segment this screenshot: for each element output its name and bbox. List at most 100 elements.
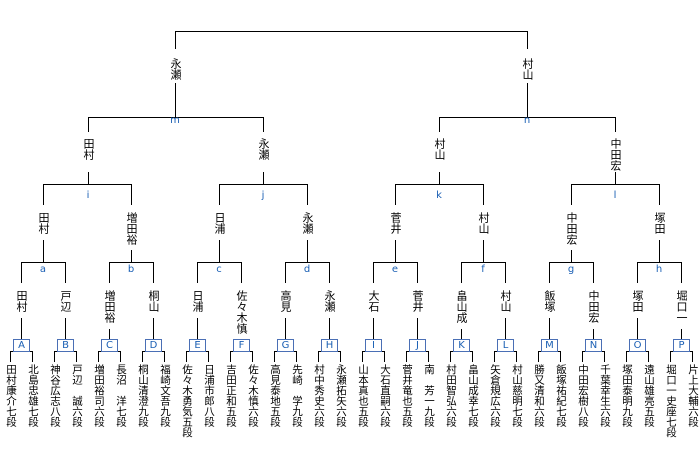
r1-player: 畠山成幸七段 — [467, 364, 479, 427]
bracket-line-M — [538, 351, 561, 362]
match-label-c: c — [216, 264, 222, 275]
r1-player: 村中秀史六段 — [313, 364, 325, 427]
match-box-F: F — [233, 339, 250, 352]
r1-player: 増田裕司六段 — [93, 364, 105, 427]
r1-player: 長沼 洋七段 — [115, 364, 127, 427]
bracket-line-L — [494, 351, 517, 362]
r2-c-left-name: 日浦 — [191, 290, 204, 312]
r2-e-left-name: 大石 — [367, 290, 380, 312]
match-box-G: G — [277, 339, 294, 352]
match-box-K: K — [453, 339, 470, 352]
r1-player: 中田宏樹八段 — [577, 364, 589, 427]
match-label-k: k — [436, 190, 442, 201]
r1-player: 遠山雄亮五段 — [643, 364, 655, 427]
bracket-line-P — [670, 351, 693, 362]
match-box-E: E — [189, 339, 206, 352]
match-box-N: N — [585, 339, 602, 352]
semi-m-right-name: 永瀬 — [257, 138, 270, 160]
final-right-name: 村山 — [521, 58, 534, 80]
r1-player: 堀口一史座七段 — [665, 364, 677, 438]
r1-player: 北島忠雄七段 — [27, 364, 39, 427]
r2-a-right-name: 戸辺 — [59, 290, 72, 312]
final-left-name: 永瀬 — [169, 58, 182, 80]
r2-b-right-name: 桐山 — [147, 290, 160, 312]
r1-player: 神谷広志八段 — [49, 364, 61, 427]
quarter-l-left-name: 中田宏 — [565, 212, 578, 245]
bracket-line-A — [10, 351, 33, 362]
r1-player: 高見泰地五段 — [269, 364, 281, 427]
r1-player: 塚田泰明九段 — [621, 364, 633, 427]
r2-d-left-name: 高見 — [279, 290, 292, 312]
match-box-H: H — [321, 339, 338, 352]
r1-player: 先崎 学九段 — [291, 364, 303, 427]
match-box-I: I — [365, 339, 382, 352]
r1-player: 日浦市郎八段 — [203, 364, 215, 427]
match-label-e: e — [391, 264, 399, 275]
match-label-d: d — [303, 264, 311, 275]
match-label-b: b — [127, 264, 135, 275]
match-label-j: j — [261, 190, 265, 201]
quarter-i-right-name: 増田裕 — [125, 212, 138, 245]
bracket-line-D — [142, 351, 165, 362]
bracket-line-F — [230, 351, 253, 362]
match-box-M: M — [541, 339, 558, 352]
r1-player: 村山慈明七段 — [511, 364, 523, 427]
match-box-J: J — [409, 339, 426, 352]
r2-f-right-name: 村山 — [499, 290, 512, 312]
r1-player: 戸辺 誠六段 — [71, 364, 83, 427]
match-box-O: O — [629, 339, 646, 352]
quarter-k-left-name: 菅井 — [389, 212, 402, 234]
r1-player: 矢倉規広六段 — [489, 364, 501, 427]
r1-player: 村田智弘六段 — [445, 364, 457, 427]
r2-g-left-name: 飯塚 — [543, 290, 556, 312]
bracket-line-G — [274, 351, 297, 362]
r2-d-right-name: 永瀬 — [323, 290, 336, 312]
match-label-n: n — [523, 115, 531, 126]
r1-player: 菅井竜也五段 — [401, 364, 413, 427]
match-label-i: i — [86, 190, 90, 201]
bracket-line-H — [318, 351, 341, 362]
bracket-line-N — [582, 351, 605, 362]
r2-b-left-name: 増田裕 — [103, 290, 116, 323]
bracket-line-K — [450, 351, 473, 362]
match-label-l: l — [613, 190, 617, 201]
r1-player: 勝又清和六段 — [533, 364, 545, 427]
bracket-line-B — [54, 351, 77, 362]
r2-c-right-name: 佐々木慎 — [235, 290, 248, 334]
match-box-D: D — [145, 339, 162, 352]
match-label-m: m — [170, 115, 180, 126]
r1-player: 飯塚祐紀七段 — [555, 364, 567, 427]
match-box-B: B — [57, 339, 74, 352]
r1-player: 福崎文吾九段 — [159, 364, 171, 427]
r2-a-left-name: 田村 — [15, 290, 28, 312]
quarter-k-right-name: 村山 — [477, 212, 490, 234]
bracket-line-I — [362, 351, 385, 362]
r1-player: 永瀬拓矢六段 — [335, 364, 347, 427]
semi-m-left-name: 田村 — [82, 138, 95, 160]
r1-player: 千葉幸生六段 — [599, 364, 611, 427]
r2-h-right-name: 堀口一 — [675, 290, 688, 323]
r1-player: 大石直嗣六段 — [379, 364, 391, 427]
quarter-j-left-name: 日浦 — [213, 212, 226, 234]
r1-player: 山本真也五段 — [357, 364, 369, 427]
r2-g-right-name: 中田宏 — [587, 290, 600, 323]
r1-player: 桐山清澄九段 — [137, 364, 149, 427]
match-label-h: h — [655, 264, 663, 275]
quarter-l-right-name: 塚田 — [653, 212, 666, 234]
bracket-line-O — [626, 351, 649, 362]
r1-player: 田村康介七段 — [5, 364, 17, 427]
match-label-f: f — [481, 264, 485, 275]
semi-n-left-name: 村山 — [433, 138, 446, 160]
semi-n-right-name: 中田宏 — [609, 138, 622, 171]
r2-e-right-name: 菅井 — [411, 290, 424, 312]
r1-player: 南 芳一九段 — [423, 364, 435, 427]
r2-f-left-name: 畠山成 — [455, 290, 468, 323]
bracket-line-final — [175, 31, 528, 49]
r1-player: 佐々木勇気五段 — [181, 364, 193, 438]
r2-h-left-name: 塚田 — [631, 290, 644, 312]
r1-player: 片上大輔六段 — [687, 364, 699, 427]
r1-player: 佐々木慎六段 — [247, 364, 259, 427]
match-label-g: g — [567, 264, 575, 275]
